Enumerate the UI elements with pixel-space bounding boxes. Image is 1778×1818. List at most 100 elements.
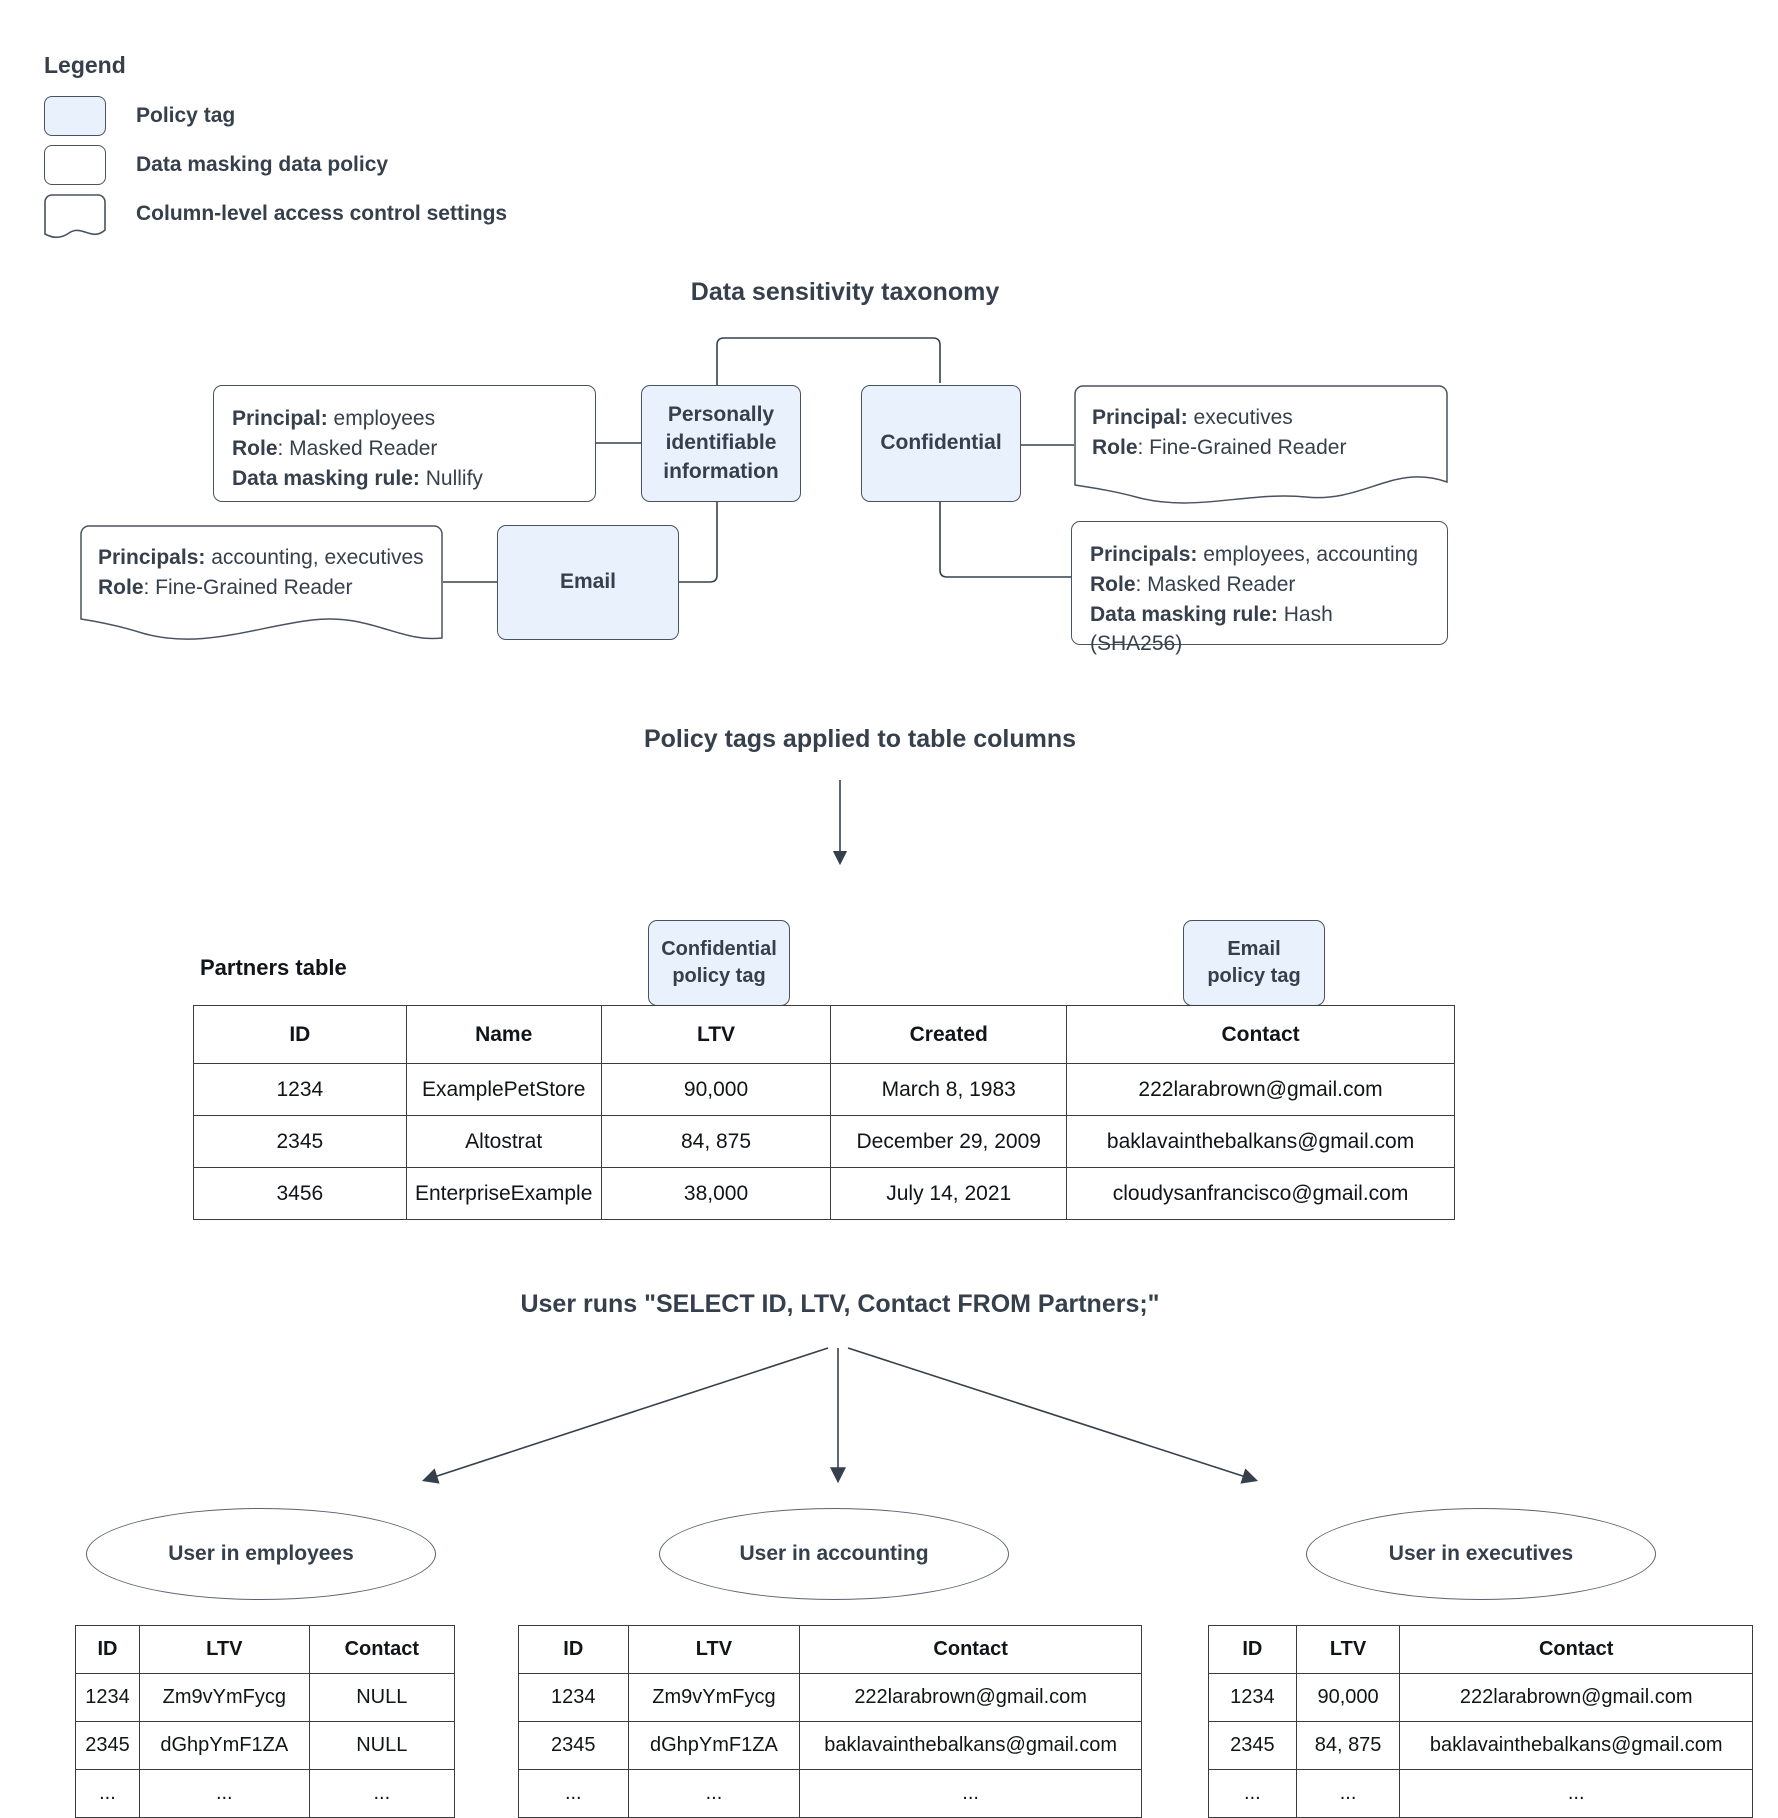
- cell-id: ...: [518, 1769, 629, 1818]
- legend: Legend Policy tag Data masking data poli…: [44, 52, 744, 238]
- policy-tag-label: Email: [559, 570, 617, 594]
- cell-ltv: 84, 875: [1295, 1721, 1401, 1770]
- cell-id: 2345: [518, 1721, 629, 1770]
- cell-id: 1234: [75, 1673, 140, 1722]
- table-row: ... ... ...: [1208, 1769, 1753, 1818]
- column-header-ltv: LTV: [1295, 1625, 1401, 1674]
- cell-ltv: 38,000: [600, 1167, 832, 1220]
- table-row: ... ... ...: [518, 1769, 1142, 1818]
- cell-id: 2345: [1208, 1721, 1297, 1770]
- result-table-employees: ID LTV Contact 1234 Zm9vYmFycg NULL 2345…: [75, 1625, 456, 1818]
- actor-label: User in accounting: [739, 1542, 929, 1565]
- principals-label: Principals:: [98, 546, 206, 569]
- legend-item-label: Policy tag: [136, 103, 236, 127]
- cell-contact: cloudysanfrancisco@gmail.com: [1066, 1167, 1455, 1220]
- policy-line-principals: Principals: accounting, executives: [98, 543, 425, 573]
- data-masking-swatch: [44, 144, 106, 185]
- policy-tag-email[interactable]: Email: [497, 525, 679, 640]
- principal-label: Principal:: [1092, 406, 1188, 429]
- confidential-column-access-box: Principal: executives Role: Fine-Grained…: [1074, 385, 1448, 507]
- cell-name: EnterpriseExample: [405, 1167, 602, 1220]
- cell-created: March 8, 1983: [830, 1063, 1068, 1116]
- table-header-row: ID LTV Contact: [1208, 1625, 1753, 1674]
- cell-id: ...: [1208, 1769, 1297, 1818]
- policy-tag-line1: Email: [1227, 938, 1281, 960]
- principals-label: Principals:: [1090, 543, 1198, 566]
- role-value: : Fine-Grained Reader: [1137, 435, 1347, 459]
- partners-table-caption: Partners table: [200, 955, 347, 980]
- cell-id: 1234: [193, 1063, 407, 1116]
- policy-tag-email-contact[interactable]: Email policy tag: [1183, 920, 1325, 1006]
- column-header-id: ID: [193, 1005, 407, 1064]
- policy-tag-label: Confidential: [880, 431, 1002, 455]
- role-label: Role: [1092, 435, 1138, 459]
- legend-title: Legend: [44, 52, 126, 78]
- principals-value: accounting, executives: [205, 546, 424, 569]
- cell-ltv: dGhpYmF1ZA: [627, 1721, 801, 1770]
- principal-value: employees: [327, 407, 436, 430]
- actor-user-in-executives[interactable]: User in executives: [1306, 1508, 1656, 1600]
- confidential-data-masking-policy-box: Principals: employees, accounting Role: …: [1071, 521, 1448, 655]
- cell-name: Altostrat: [405, 1115, 602, 1168]
- pii-data-masking-policy-box: Principal: employees Role: Masked Reader…: [213, 385, 596, 502]
- cell-id: 1234: [1208, 1673, 1297, 1722]
- masking-rule-label: Data masking rule:: [232, 466, 420, 490]
- table-header-row: ID Name LTV Created Contact: [193, 1005, 1455, 1064]
- legend-item-label: Data masking data policy: [136, 152, 389, 176]
- role-label: Role: [98, 575, 144, 599]
- column-header-id: ID: [75, 1625, 140, 1674]
- policy-tag-confidential-ltv[interactable]: Confidential policy tag: [648, 920, 790, 1006]
- taxonomy-heading: Data sensitivity taxonomy: [690, 278, 1000, 306]
- cell-ltv: 90,000: [1295, 1673, 1401, 1722]
- cell-id: ...: [75, 1769, 140, 1818]
- policy-line-principals: Principals: employees, accounting: [1090, 540, 1429, 570]
- policy-line-role: Role: Fine-Grained Reader: [98, 573, 425, 603]
- cell-contact: NULL: [308, 1721, 456, 1770]
- column-header-id: ID: [518, 1625, 629, 1674]
- role-label: Role: [232, 436, 278, 460]
- cell-name: ExamplePetStore: [405, 1063, 602, 1116]
- column-header-id: ID: [1208, 1625, 1297, 1674]
- actor-user-in-employees[interactable]: User in employees: [86, 1508, 436, 1600]
- policy-tag-pii[interactable]: Personally identifiable information: [641, 385, 801, 502]
- policy-line-role: Role: Fine-Grained Reader: [1092, 433, 1430, 463]
- policy-tag-swatch: [44, 95, 106, 136]
- policy-tag-confidential[interactable]: Confidential: [861, 385, 1021, 502]
- principal-label: Principal:: [232, 407, 328, 430]
- policy-tag-line1: Confidential: [661, 938, 777, 960]
- column-header-ltv: LTV: [600, 1005, 832, 1064]
- actor-user-in-accounting[interactable]: User in accounting: [659, 1508, 1009, 1600]
- query-heading: User runs "SELECT ID, LTV, Contact FROM …: [520, 1290, 1160, 1318]
- cell-contact: baklavainthebalkans@gmail.com: [1066, 1115, 1455, 1168]
- policy-tag-line2: policy tag: [1207, 965, 1301, 987]
- email-column-access-box: Principals: accounting, executives Role:…: [80, 525, 443, 645]
- principal-value: executives: [1187, 406, 1293, 429]
- table-row: 2345 84, 875 baklavainthebalkans@gmail.c…: [1208, 1721, 1753, 1770]
- column-header-contact: Contact: [308, 1625, 456, 1674]
- cell-ltv: 90,000: [600, 1063, 832, 1116]
- masking-rule-value: Nullify: [419, 466, 483, 490]
- result-table-accounting: ID LTV Contact 1234 Zm9vYmFycg 222larabr…: [518, 1625, 1142, 1818]
- table-row: 1234 ExamplePetStore 90,000 March 8, 198…: [193, 1063, 1455, 1116]
- policy-line-rule: Data masking rule: Nullify: [232, 464, 577, 494]
- column-header-created: Created: [830, 1005, 1068, 1064]
- cell-ltv: Zm9vYmFycg: [627, 1673, 801, 1722]
- table-row: 1234 Zm9vYmFycg 222larabrown@gmail.com: [518, 1673, 1142, 1722]
- role-value: : Masked Reader: [277, 436, 438, 460]
- cell-id: 2345: [193, 1115, 407, 1168]
- cell-ltv: ...: [627, 1769, 801, 1818]
- policy-line-rule: Data masking rule: Hash (SHA256): [1090, 600, 1429, 660]
- cell-contact: ...: [308, 1769, 456, 1818]
- cell-id: 3456: [193, 1167, 407, 1220]
- policy-text: Principal: executives Role: Fine-Grained…: [1074, 385, 1448, 463]
- masking-rule-label: Data masking rule:: [1090, 602, 1278, 626]
- role-value: : Fine-Grained Reader: [143, 575, 353, 599]
- policy-line-role: Role: Masked Reader: [232, 434, 577, 464]
- column-header-name: Name: [405, 1005, 602, 1064]
- policy-line-principal: Principal: employees: [232, 404, 577, 434]
- column-header-contact: Contact: [1399, 1625, 1753, 1674]
- applied-arrow: [832, 780, 848, 866]
- table-row: 2345 Altostrat 84, 875 December 29, 2009…: [193, 1115, 1455, 1168]
- role-value: : Masked Reader: [1135, 572, 1296, 596]
- role-label: Role: [1090, 572, 1136, 596]
